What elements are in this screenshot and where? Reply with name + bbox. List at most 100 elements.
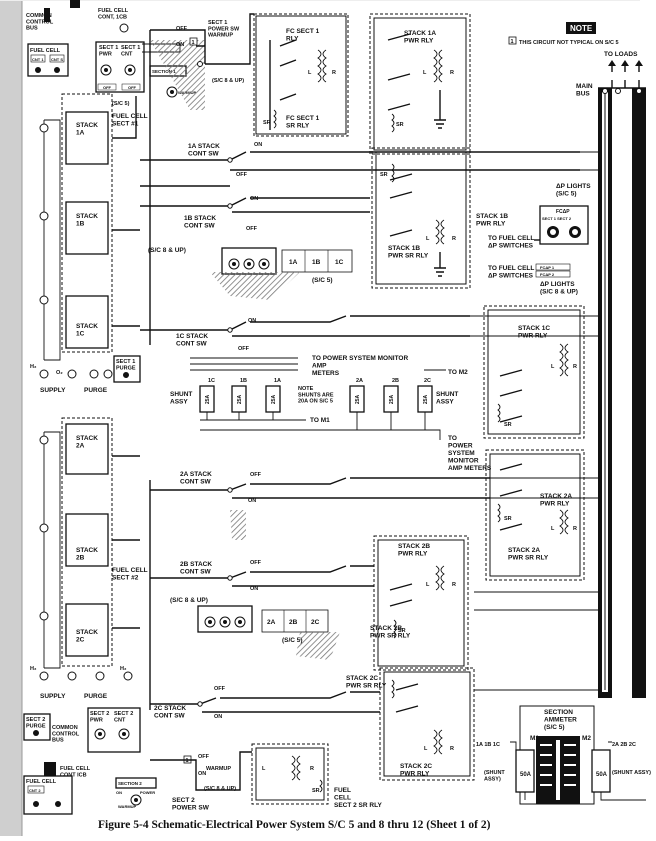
stack-2c-off: OFF: [214, 686, 226, 692]
segment-1c: 1C: [335, 259, 344, 266]
stack-1c-on: ON: [248, 318, 256, 324]
segment-sc5-lower: (S/C 5): [282, 637, 303, 644]
stack-2b: [65, 513, 109, 567]
note-text: THIS CIRCUIT NOT TYPICAL ON S/C 5: [519, 40, 619, 46]
sect2-sw-off: OFF: [198, 754, 210, 760]
cnt-s-label: CNT S: [51, 57, 63, 62]
m1-tags-label: 1A 1B 1C: [476, 742, 500, 748]
stack-2b-off: OFF: [250, 560, 262, 566]
h2-label-3: H₂: [120, 666, 127, 672]
dp-lights-sc8-label: ΔP LIGHTS(S/C 8 & UP): [540, 281, 578, 295]
stack-2c-l: L: [424, 746, 428, 752]
stack-2c: [65, 603, 109, 657]
segment-sc5: (S/C 5): [312, 277, 333, 284]
note-ref-2: 1: [186, 758, 189, 764]
segment-2a: 2A: [267, 619, 276, 626]
stack-1a-off: OFF: [236, 172, 248, 178]
h2-label-1: H₂: [30, 364, 37, 370]
stack-1c-l: L: [551, 364, 555, 370]
sect2-purge-valves: H₂ H₂ SUPPLY PURGE: [30, 666, 133, 700]
sect2-purge-switch[interactable]: [33, 730, 39, 736]
section2-power: POWER: [140, 790, 155, 795]
stack-1b-sr: SR: [380, 172, 388, 178]
shunt-1a-label: 1A: [274, 378, 281, 384]
purge-label-1: PURGE: [84, 387, 108, 394]
sect1-purge-switch[interactable]: [123, 372, 129, 378]
sc8-up-bottom-label: (S/C 8 & UP): [204, 786, 236, 792]
stack-2a-off: OFF: [250, 472, 262, 478]
o2-label-1: O₂: [56, 370, 63, 376]
stack-2c-on: ON: [214, 714, 222, 720]
fuel-cell-panel-label: FUEL CELL: [30, 48, 61, 54]
stack-1a: [65, 111, 109, 165]
sect1-sw-on: ON: [176, 42, 184, 48]
segment-1b: 1B: [312, 259, 321, 266]
shunt-2a-rating: 25A: [355, 394, 361, 404]
stack-2b-on: ON: [250, 586, 258, 592]
note-heading: NOTE: [570, 24, 593, 33]
stack-2b-l: L: [426, 582, 430, 588]
stack-1c-r: R: [573, 364, 577, 370]
stack-1b: [65, 201, 109, 255]
segment-1a: 1A: [289, 259, 298, 266]
shunt-1a-rating: 25A: [271, 394, 277, 404]
dp-lights-sc5-label: ΔP LIGHTS(S/C 5): [556, 183, 591, 197]
section2-label: SECTION 2: [118, 781, 142, 786]
shunt-2c-rating: 25A: [423, 394, 429, 404]
fc-sect2-sr: SR: [312, 788, 320, 794]
shunt-1b-label: 1B: [240, 378, 247, 384]
shunt-1c-label: 1C: [208, 378, 215, 384]
stack-1a-r: R: [450, 70, 454, 76]
stack-2a-l: L: [551, 526, 555, 532]
fc-sect1-l: L: [308, 70, 312, 76]
sect1-cnt-off: OFF: [128, 85, 137, 90]
shunt-1b-rating: 25A: [237, 394, 243, 404]
figure-caption: Figure 5-4 Schematic-Electrical Power Sy…: [98, 819, 491, 831]
stack-1c-off: OFF: [238, 346, 250, 352]
stack-1b-r: R: [452, 236, 456, 242]
m2-shunt-rating: 50A: [596, 772, 608, 778]
fc-sect2-l: L: [262, 766, 266, 772]
m2-tags-label: 2A 2B 2C: [612, 742, 636, 748]
